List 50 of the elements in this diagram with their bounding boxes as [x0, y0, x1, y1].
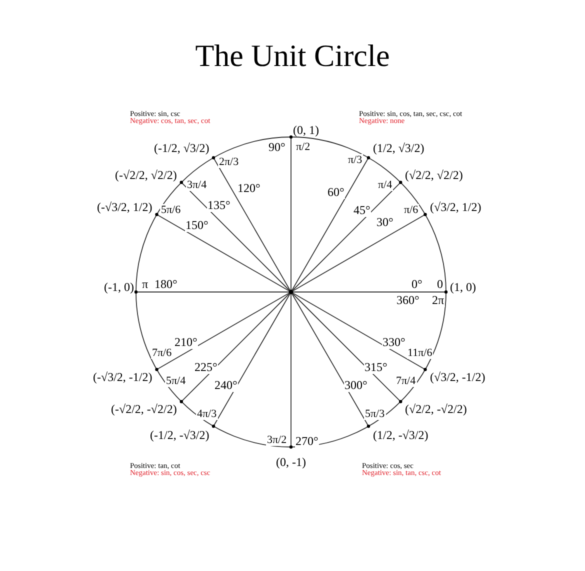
- radian-label: 11π/6: [406, 347, 434, 360]
- radian-label: 5π/3: [364, 408, 386, 420]
- coordinate-label: (√3/2, -1/2): [430, 370, 486, 384]
- coordinate-label: (0, 1): [293, 124, 319, 137]
- degree-label: 2π: [431, 294, 446, 307]
- degree-label: 150°: [184, 218, 210, 232]
- coordinate-label: (-1, 0): [104, 280, 134, 294]
- coordinate-label: (1, 0): [450, 280, 476, 294]
- degree-label: 135°: [206, 198, 232, 212]
- radian-label: 5π/4: [165, 375, 187, 388]
- radian-label: π/2: [295, 141, 312, 154]
- radian-label: 3π/4: [186, 179, 208, 192]
- coordinate-label: (-√3/2, -1/2): [93, 370, 152, 384]
- radian-label: π/3: [347, 154, 364, 166]
- coordinate-label: (1/2, -√3/2): [373, 428, 428, 442]
- radian-label: 4π/3: [196, 408, 218, 420]
- radian-label: 2π/3: [218, 156, 240, 168]
- coordinate-label: (√3/2, 1/2): [430, 200, 482, 214]
- coordinate-label: (-√2/2, -√2/2): [111, 402, 177, 416]
- degree-label: 30°: [376, 216, 394, 229]
- coordinate-label: (0, -1): [276, 456, 306, 469]
- radian-label: π/6: [403, 204, 420, 216]
- degree-label: 60°: [326, 186, 346, 199]
- coordinate-label: (-1/2, -√3/2): [150, 428, 210, 442]
- degree-label: 270°: [294, 434, 320, 448]
- degree-label: 120°: [236, 182, 262, 195]
- degree-label: 180°: [154, 278, 178, 291]
- radian-label: 5π/6: [160, 204, 182, 216]
- degree-label: 0: [436, 278, 444, 291]
- coordinate-label: (√2/2, -√2/2): [405, 402, 467, 416]
- radian-label: 3π/2: [266, 434, 288, 446]
- degree-label: 0°: [410, 278, 424, 291]
- coordinate-label: (-√3/2, 1/2): [97, 200, 152, 214]
- coordinate-label: (√2/2, √2/2): [405, 168, 463, 182]
- coordinate-label: (1/2, √3/2): [373, 142, 424, 155]
- radian-label: 7π/6: [151, 347, 173, 360]
- coordinate-label: (-1/2, √3/2): [154, 142, 210, 155]
- degree-label: 45°: [352, 204, 372, 217]
- degree-label: 240°: [214, 378, 238, 392]
- degree-label: 330°: [382, 336, 406, 349]
- degree-label: 225°: [194, 360, 218, 374]
- degree-label: 315°: [364, 360, 388, 374]
- radian-label: π/4: [377, 179, 394, 192]
- radian-label: 7π/4: [395, 375, 417, 388]
- degree-label: 90°: [268, 140, 286, 154]
- diagram-title: The Unit Circle: [194, 38, 391, 74]
- coordinate-label: (-√2/2, √2/2): [115, 168, 177, 182]
- degree-label: 210°: [174, 336, 198, 349]
- degree-label: 360°: [396, 294, 420, 307]
- degree-label: 300°: [344, 378, 368, 392]
